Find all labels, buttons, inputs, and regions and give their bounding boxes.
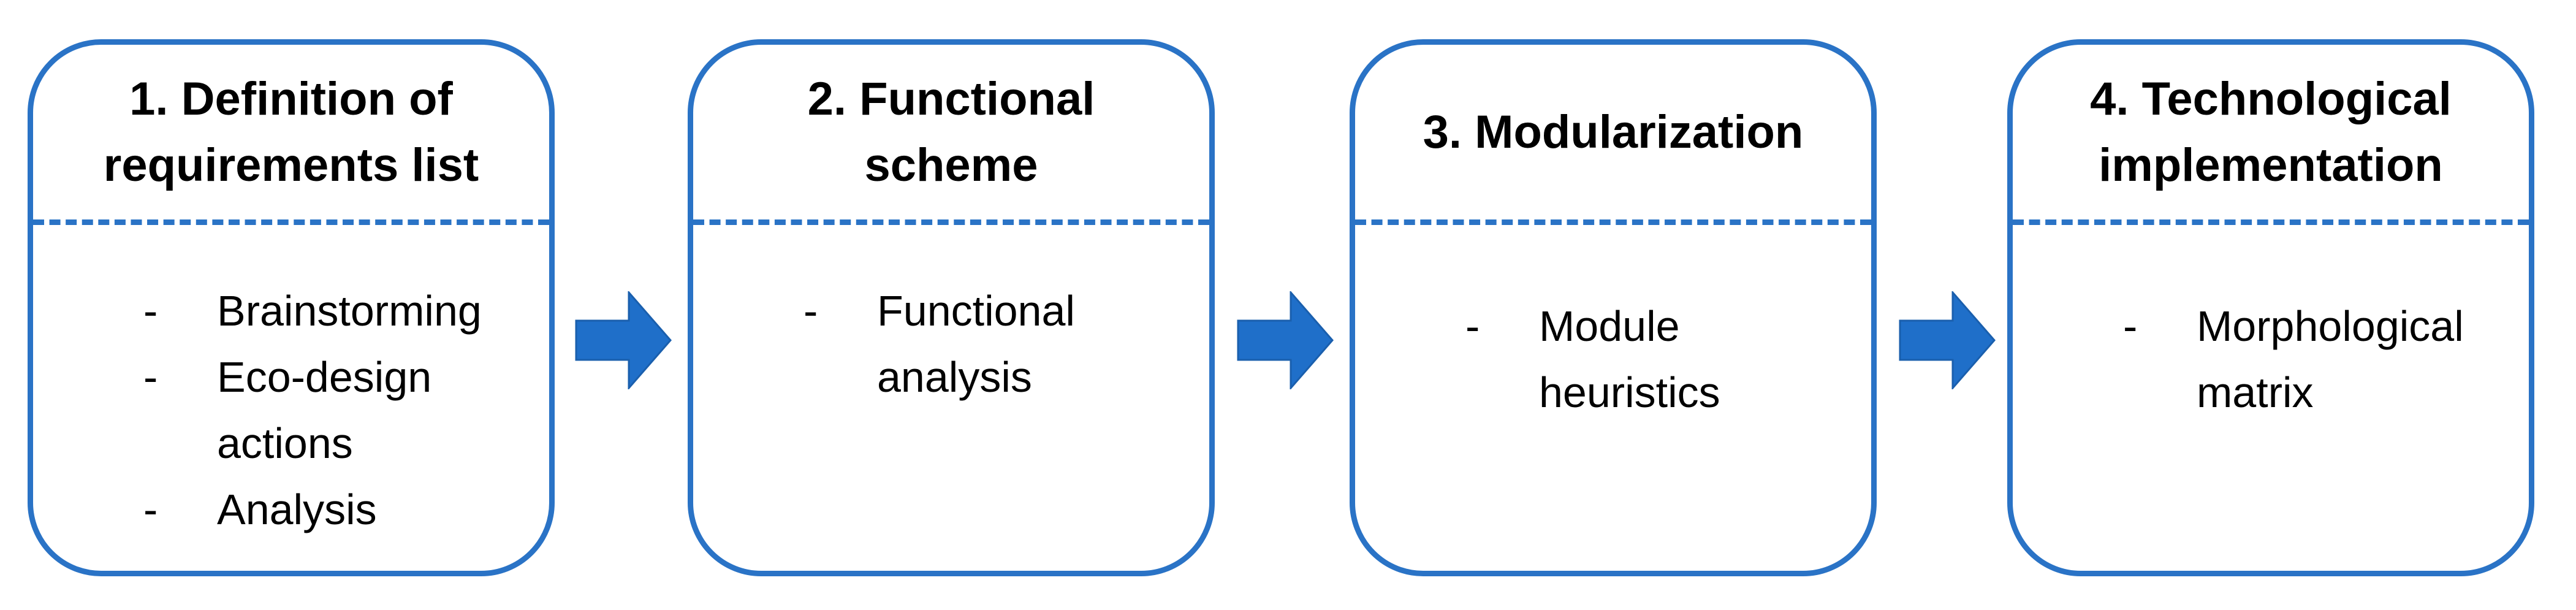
list-item: - Analysis — [143, 476, 537, 543]
list-item-text: analysis — [877, 353, 1032, 401]
step-title-line: 1. Definition of — [129, 72, 453, 125]
step-title-line: implementation — [2099, 139, 2443, 191]
bullet-dash: - — [2123, 302, 2138, 350]
step-title: 3. Modularization — [1373, 45, 1853, 219]
arrow-shape — [1899, 291, 1996, 389]
step-item-list: - Functional analysis — [804, 278, 1197, 410]
list-item: - Eco-design actions — [143, 344, 537, 476]
list-item: - Functional analysis — [804, 278, 1197, 410]
list-item-text: Morphological — [2197, 302, 2464, 350]
list-item: - Brainstorming — [143, 278, 537, 344]
bullet-dash: - — [143, 486, 158, 533]
step-title-line: 4. Technological — [2090, 72, 2452, 125]
list-item-text: Analysis — [217, 486, 377, 533]
step-item-list: - Brainstorming - Eco-design actions - A… — [143, 278, 537, 543]
step-title-line: requirements list — [103, 139, 479, 191]
bullet-dash: - — [143, 287, 158, 335]
list-item-text: Eco-design — [217, 353, 432, 401]
list-item-text: actions — [217, 419, 353, 467]
list-item-text: matrix — [2197, 368, 2314, 416]
arrow-right-icon — [1899, 291, 1996, 389]
step-item-list: - Module heuristics — [1465, 293, 1859, 425]
step-title-line: 2. Functional — [807, 72, 1095, 125]
bullet-dash: - — [143, 353, 158, 401]
step-box-1: 1. Definition of requirements list - Bra… — [28, 39, 555, 576]
arrow-shape — [1237, 291, 1334, 389]
dashed-divider — [2013, 219, 2529, 225]
dashed-divider — [1355, 219, 1871, 225]
bullet-dash: - — [1465, 302, 1480, 350]
step-box-3: 3. Modularization - Module heuristics — [1350, 39, 1877, 576]
list-item: - Module heuristics — [1465, 293, 1859, 425]
list-item-text: Module — [1539, 302, 1680, 350]
step-title: 4. Technological implementation — [2031, 45, 2510, 219]
bullet-dash: - — [804, 287, 818, 335]
step-title: 1. Definition of requirements list — [51, 45, 531, 219]
step-title-line: 3. Modularization — [1423, 105, 1804, 158]
arrow-right-icon — [575, 291, 672, 389]
list-item-text: heuristics — [1539, 368, 1720, 416]
list-item-text: Functional — [877, 287, 1075, 335]
list-item-text: Brainstorming — [217, 287, 482, 335]
dashed-divider — [693, 219, 1209, 225]
step-box-4: 4. Technological implementation - Morpho… — [2007, 39, 2534, 576]
step-title-line: scheme — [864, 139, 1038, 191]
step-box-2: 2. Functional scheme - Functional analys… — [688, 39, 1215, 576]
arrow-right-icon — [1237, 291, 1334, 389]
dashed-divider — [33, 219, 549, 225]
list-item: - Morphological matrix — [2123, 293, 2517, 425]
arrow-shape — [575, 291, 672, 389]
step-item-list: - Morphological matrix — [2123, 293, 2517, 425]
step-title: 2. Functional scheme — [712, 45, 1191, 219]
